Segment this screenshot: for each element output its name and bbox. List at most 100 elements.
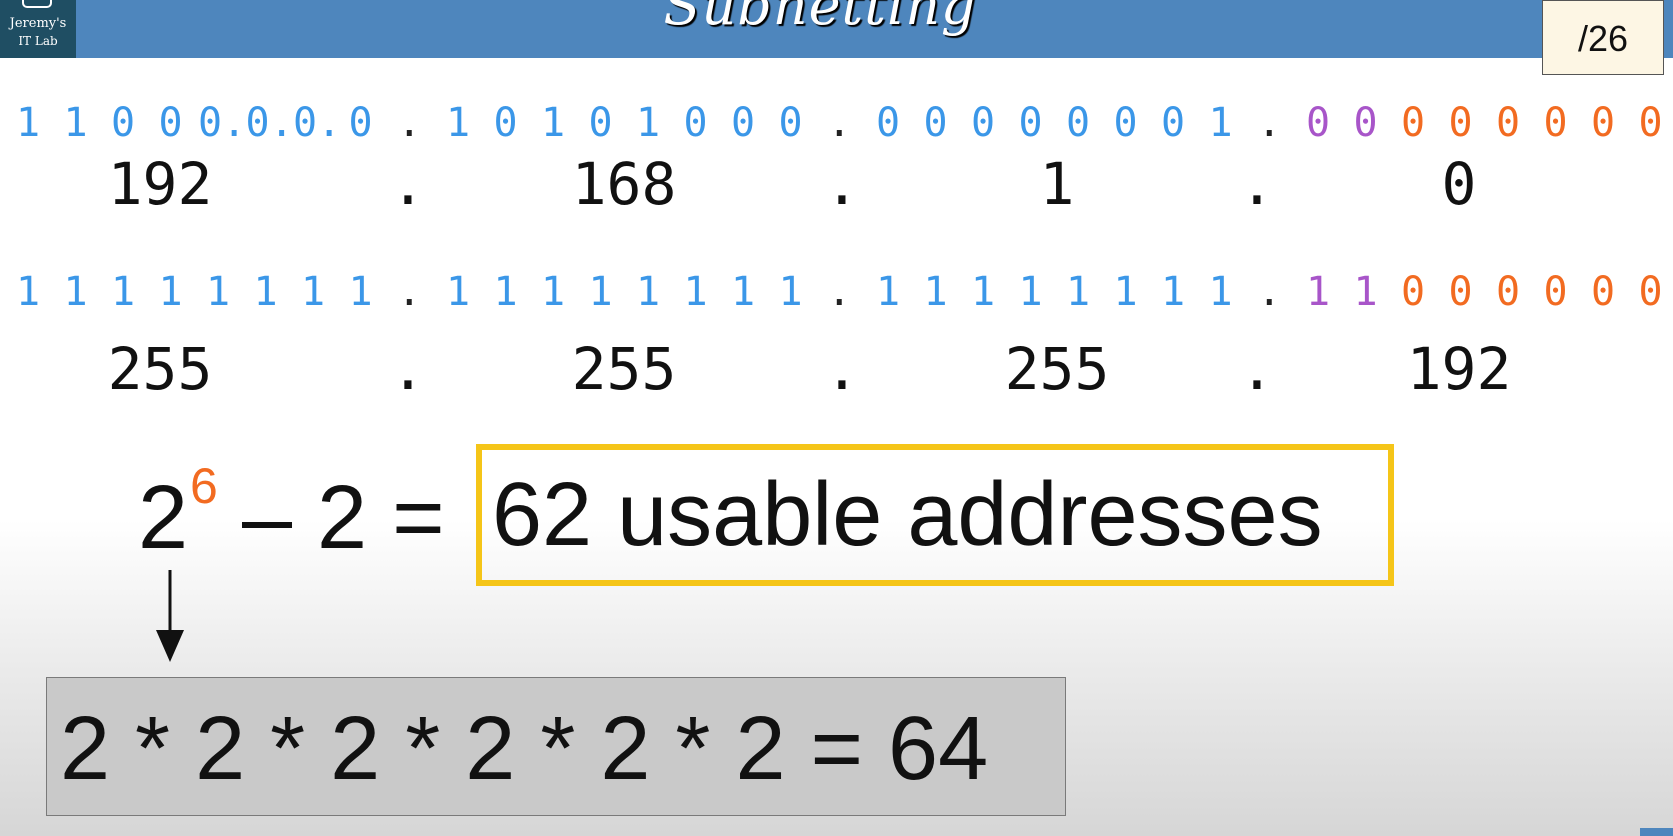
binary-digit: 1	[923, 269, 948, 315]
formula-base: 2	[138, 468, 189, 568]
title-bar: Jeremy's IT Lab Subnetting	[0, 0, 1673, 58]
mask-decimal-row: 255 255 255 192...	[0, 337, 1673, 401]
formula-subtraction: – 2 =	[242, 468, 445, 568]
binary-digit: 1	[1160, 269, 1186, 315]
binary-digit: 1	[1353, 269, 1378, 315]
binary-digit: 0	[1113, 100, 1138, 146]
slide-title: Subnetting	[663, 0, 977, 37]
binary-digit: 0	[778, 100, 803, 146]
formula-exponent: 6	[190, 458, 218, 514]
binary-digit: 0	[1495, 269, 1521, 315]
binary-digit: 1	[778, 269, 803, 315]
down-arrow-icon	[156, 570, 184, 662]
octet-separator: .	[824, 150, 860, 218]
binary-digit: 0	[588, 100, 613, 146]
binary-digit: 0	[683, 100, 708, 146]
address-decimal-row: 192 168 1 0...	[0, 152, 1673, 216]
logo-line-1: Jeremy's	[9, 16, 67, 31]
binary-digit: 0	[923, 100, 948, 146]
binary-digit: 0	[1543, 100, 1568, 146]
binary-digit: 1	[158, 269, 183, 315]
binary-digit: 0	[730, 100, 756, 146]
decimal-octet: 168	[571, 150, 677, 218]
binary-digit: 1	[635, 100, 661, 146]
binary-digit: 1	[1208, 269, 1233, 315]
decimal-octet: 192	[107, 150, 213, 218]
binary-digit: 0	[1400, 269, 1426, 315]
binary-digit: 0	[1448, 100, 1473, 146]
binary-digit: 1	[540, 100, 566, 146]
binary-digit: 0.	[293, 100, 342, 146]
binary-digit: 0	[970, 100, 996, 146]
binary-digit: 0	[1065, 100, 1091, 146]
decimal-octet: 1	[1039, 150, 1075, 218]
binary-digit: 0	[1018, 100, 1043, 146]
octet-separator: .	[1257, 269, 1282, 315]
binary-digit: 0	[1543, 269, 1568, 315]
binary-digit: 0.	[245, 100, 294, 146]
binary-digit: 1	[1208, 100, 1233, 146]
binary-digit: 0	[1590, 269, 1616, 315]
binary-digit: 1	[1018, 269, 1043, 315]
binary-digit: 1	[730, 269, 756, 315]
result-highlight-box	[476, 444, 1394, 586]
binary-digit: 1	[63, 100, 88, 146]
corner-accent	[1640, 828, 1673, 836]
binary-digit: 0.	[198, 100, 247, 146]
binary-digit: 0	[1638, 269, 1663, 315]
octet-separator: .	[390, 335, 426, 403]
usable-addresses-result: 62 usable addresses	[492, 465, 1323, 565]
octet-separator: .	[1239, 335, 1275, 403]
binary-digit: 0	[1448, 269, 1473, 315]
binary-digit: 1	[110, 269, 136, 315]
binary-digit: 0	[1495, 100, 1521, 146]
binary-digit: 1	[348, 269, 373, 315]
binary-digit: 0	[1638, 100, 1663, 146]
binary-digit: 1	[970, 269, 996, 315]
decimal-octet: 255	[571, 335, 677, 403]
binary-digit: 1	[635, 269, 661, 315]
binary-digit: 1	[875, 269, 901, 315]
binary-digit: 0	[158, 100, 183, 146]
decimal-octet: 255	[1004, 335, 1110, 403]
power-expansion: 2 * 2 * 2 * 2 * 2 * 2 = 64	[60, 699, 989, 799]
binary-digit: 1	[15, 269, 41, 315]
octet-separator: .	[827, 100, 852, 146]
binary-digit: 1	[683, 269, 708, 315]
binary-digit: 0	[1160, 100, 1186, 146]
octet-separator: .	[824, 335, 860, 403]
binary-digit: 1	[493, 269, 518, 315]
octet-separator: .	[390, 150, 426, 218]
binary-digit: 1	[15, 100, 41, 146]
decimal-octet: 192	[1406, 335, 1512, 403]
octet-separator: .	[1239, 150, 1275, 218]
binary-digit: 0	[348, 100, 373, 146]
octet-separator: .	[397, 100, 422, 146]
binary-digit: 1	[445, 269, 471, 315]
binary-digit: 1	[63, 269, 88, 315]
expansion-box	[46, 677, 1066, 816]
decimal-octet: 0	[1441, 150, 1477, 218]
channel-logo: Jeremy's IT Lab	[0, 0, 76, 58]
laptop-icon	[22, 0, 52, 8]
octet-separator: .	[827, 269, 852, 315]
binary-digit: 0	[1590, 100, 1616, 146]
octet-separator: .	[1257, 100, 1282, 146]
binary-digit: 0	[1305, 100, 1331, 146]
decimal-octet: 255	[107, 335, 213, 403]
binary-digit: 1	[1305, 269, 1331, 315]
prefix-length-badge: /26	[1542, 0, 1664, 75]
binary-digit: 0	[1400, 100, 1426, 146]
binary-digit: 0	[1353, 100, 1378, 146]
binary-digit: 1	[1065, 269, 1091, 315]
binary-digit: 0	[493, 100, 518, 146]
binary-digit: 1	[205, 269, 231, 315]
binary-digit: 1	[300, 269, 326, 315]
binary-digit: 0	[875, 100, 901, 146]
binary-digit: 1	[1113, 269, 1138, 315]
logo-line-2: IT Lab	[18, 34, 58, 48]
binary-digit: 0	[110, 100, 136, 146]
binary-digit: 1	[540, 269, 566, 315]
